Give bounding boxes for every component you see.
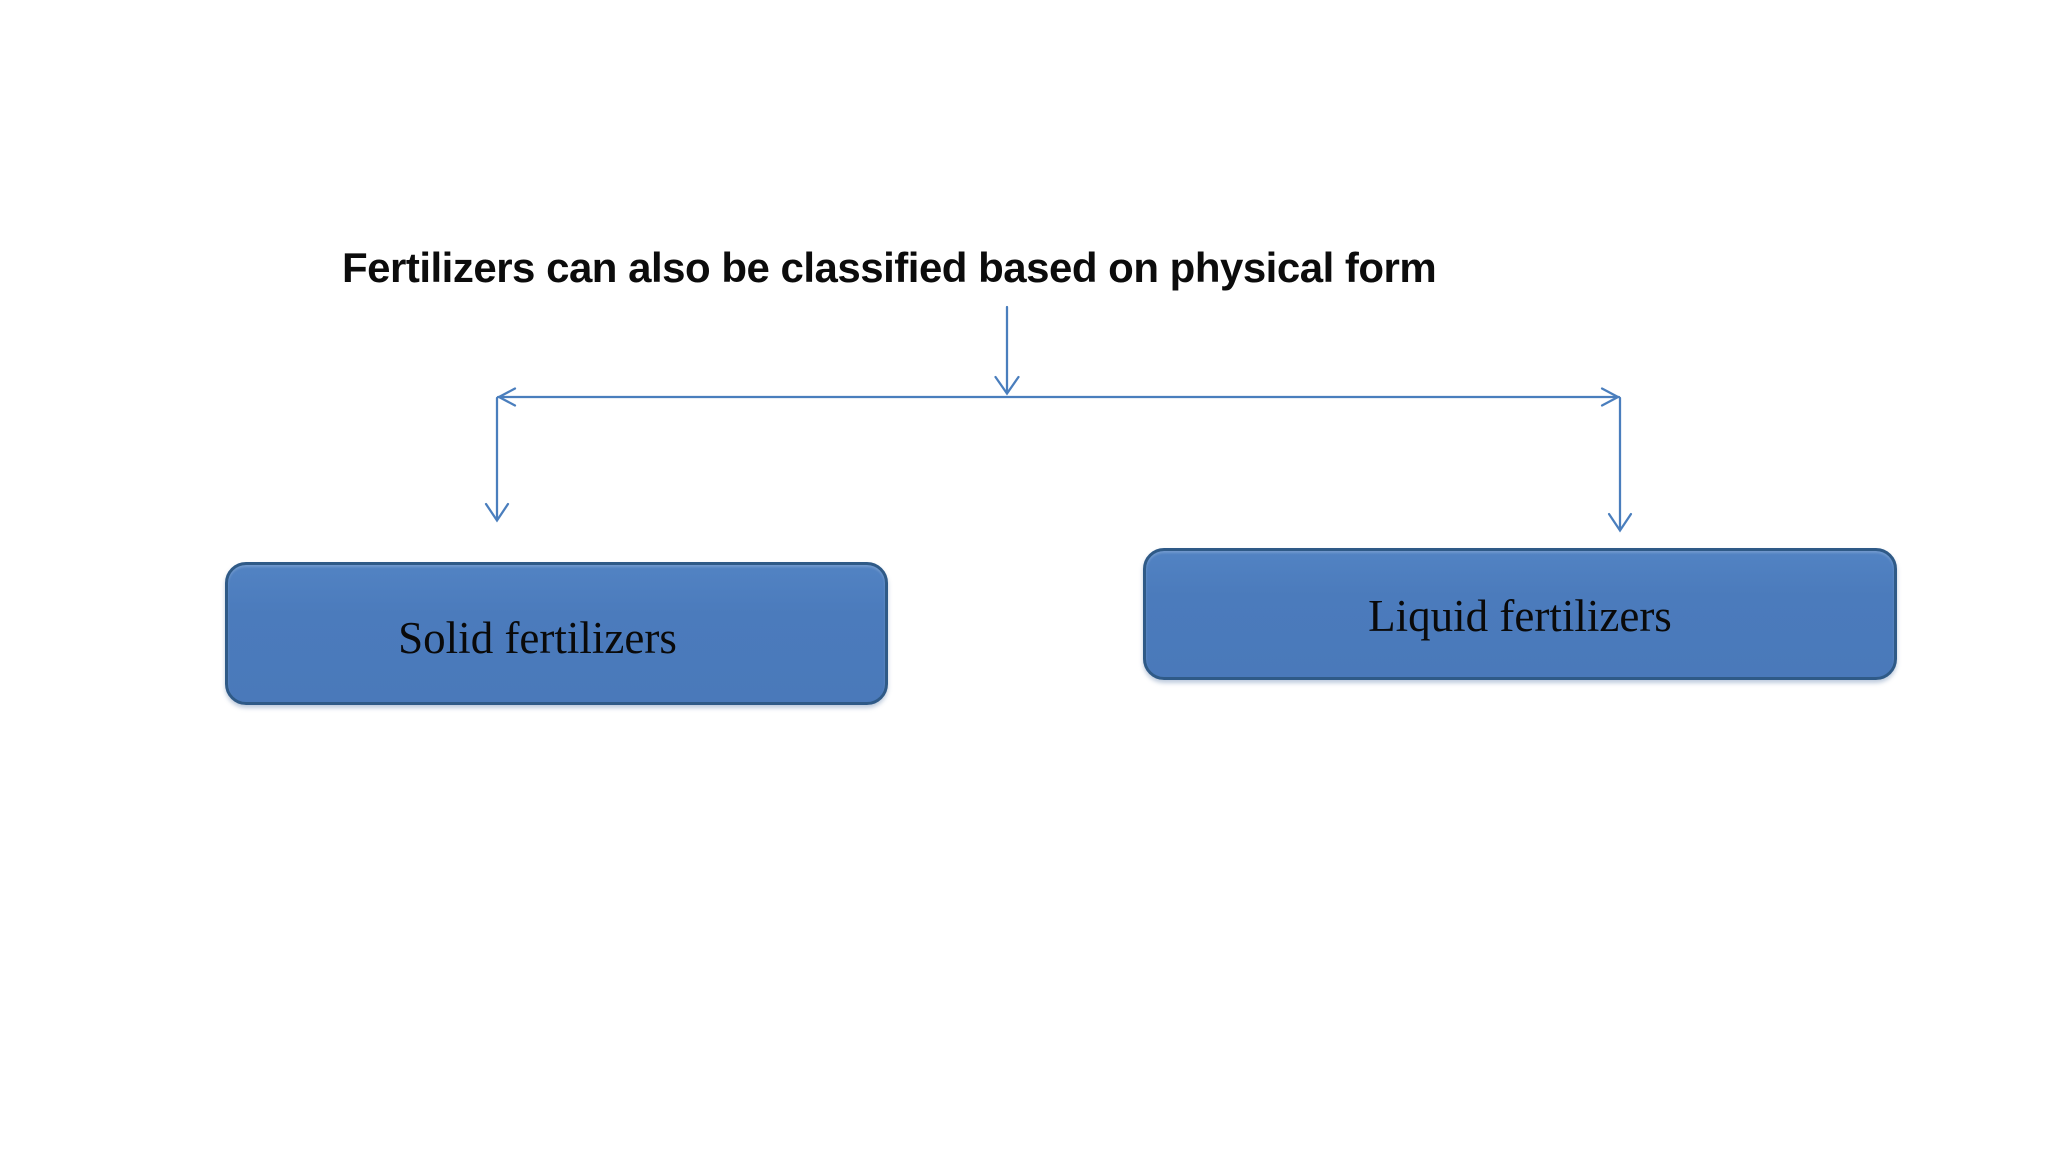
diagram-title: Fertilizers can also be classified based… bbox=[342, 244, 1437, 291]
node-liquid-fertilizers-label: Liquid fertilizers bbox=[1368, 591, 1672, 641]
connector-group bbox=[484, 305, 1633, 533]
node-solid-fertilizers: Solid fertilizers bbox=[225, 562, 888, 705]
branch-arrowhead-left-icon bbox=[496, 387, 517, 407]
branch-arrowhead-right-icon bbox=[1600, 387, 1621, 407]
stem-arrowhead-down-icon bbox=[994, 375, 1020, 396]
node-solid-fertilizers-label: Solid fertilizers bbox=[398, 612, 677, 663]
left-drop-arrowhead-down-icon bbox=[484, 502, 510, 523]
node-liquid-fertilizers: Liquid fertilizers bbox=[1143, 548, 1897, 680]
right-drop-arrowhead-down-icon bbox=[1607, 512, 1633, 533]
